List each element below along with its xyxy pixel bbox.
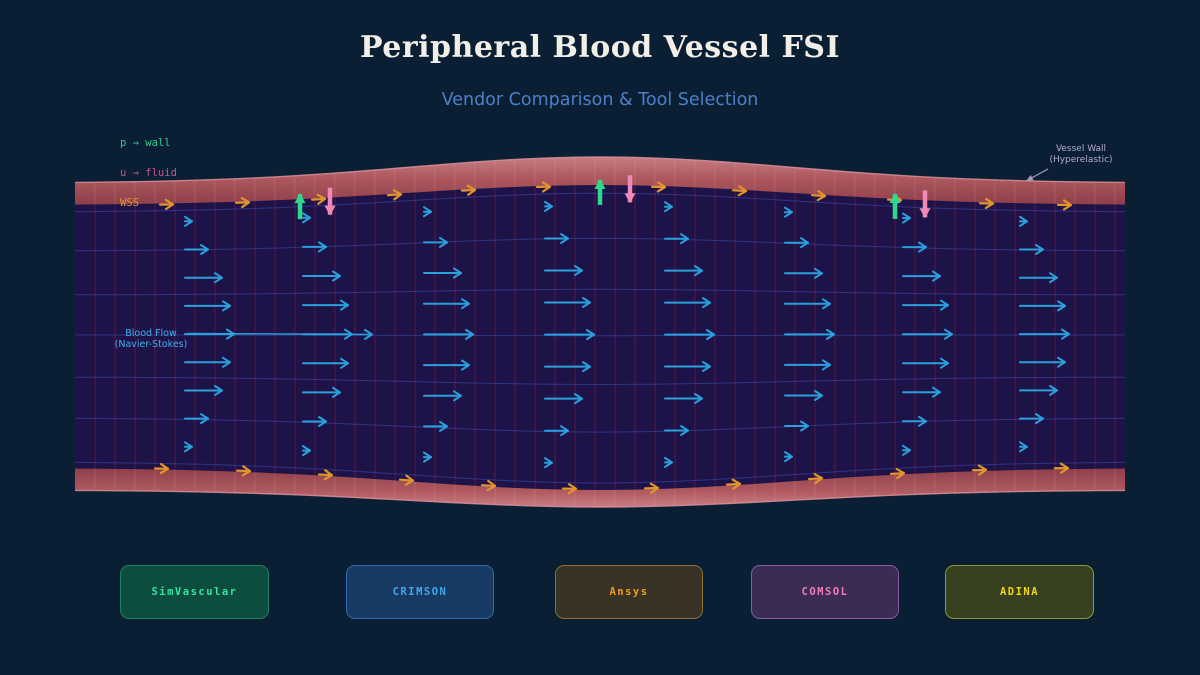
fluid-mesh-grid xyxy=(94,186,1116,489)
svg-text:Blood Flow: Blood Flow xyxy=(125,328,177,339)
wss-arrow xyxy=(725,478,742,490)
vendor-button-ansys[interactable]: Ansys xyxy=(555,565,703,619)
wss-arrows xyxy=(153,181,1073,495)
header: Peripheral Blood Vessel FSI Vendor Compa… xyxy=(0,0,1200,110)
wss-arrow xyxy=(807,473,824,485)
wss-arrow xyxy=(386,189,403,201)
wss-arrow xyxy=(889,467,906,480)
vendor-button-comsol[interactable]: COMSOL xyxy=(751,565,899,619)
page-title: Peripheral Blood Vessel FSI xyxy=(359,30,840,65)
vessel-wall-pointer xyxy=(1025,168,1049,182)
legend-item: WSS xyxy=(120,197,139,209)
wss-arrow xyxy=(480,479,497,492)
vessel-lumen xyxy=(75,185,1125,490)
wall-outer-edge-top xyxy=(74,156,1126,184)
vessel-wall-bottom xyxy=(75,468,1125,507)
page-subtitle: Vendor Comparison & Tool Selection xyxy=(441,90,759,110)
coupling-arrows xyxy=(294,175,931,220)
wss-arrow xyxy=(460,184,477,196)
legend-item: u → fluid xyxy=(120,167,177,179)
svg-text:(Navier-Stokes): (Navier-Stokes) xyxy=(115,339,188,350)
svg-text:(Hyperelastic): (Hyperelastic) xyxy=(1049,155,1112,165)
wss-arrow xyxy=(310,193,327,205)
vendor-button-crimson[interactable]: CRIMSON xyxy=(346,565,494,619)
wall-outer-edge-bottom xyxy=(74,489,1126,508)
blood-flow-arrow xyxy=(187,328,373,340)
vendor-button-adina[interactable]: ADINA xyxy=(945,565,1094,619)
blood-flow-label: Blood Flow(Navier-Stokes) xyxy=(115,328,373,350)
svg-text:Vessel Wall: Vessel Wall xyxy=(1056,144,1106,154)
vessel-wall-label: Vessel Wall(Hyperelastic) xyxy=(1025,144,1113,182)
wss-arrow xyxy=(731,185,748,197)
vendor-button-simvascular[interactable]: SimVascular xyxy=(120,565,269,619)
wss-arrow xyxy=(317,469,334,481)
wss-arrow xyxy=(810,189,827,202)
legend-item: p → wall xyxy=(120,137,171,149)
wss-arrow xyxy=(398,474,415,486)
